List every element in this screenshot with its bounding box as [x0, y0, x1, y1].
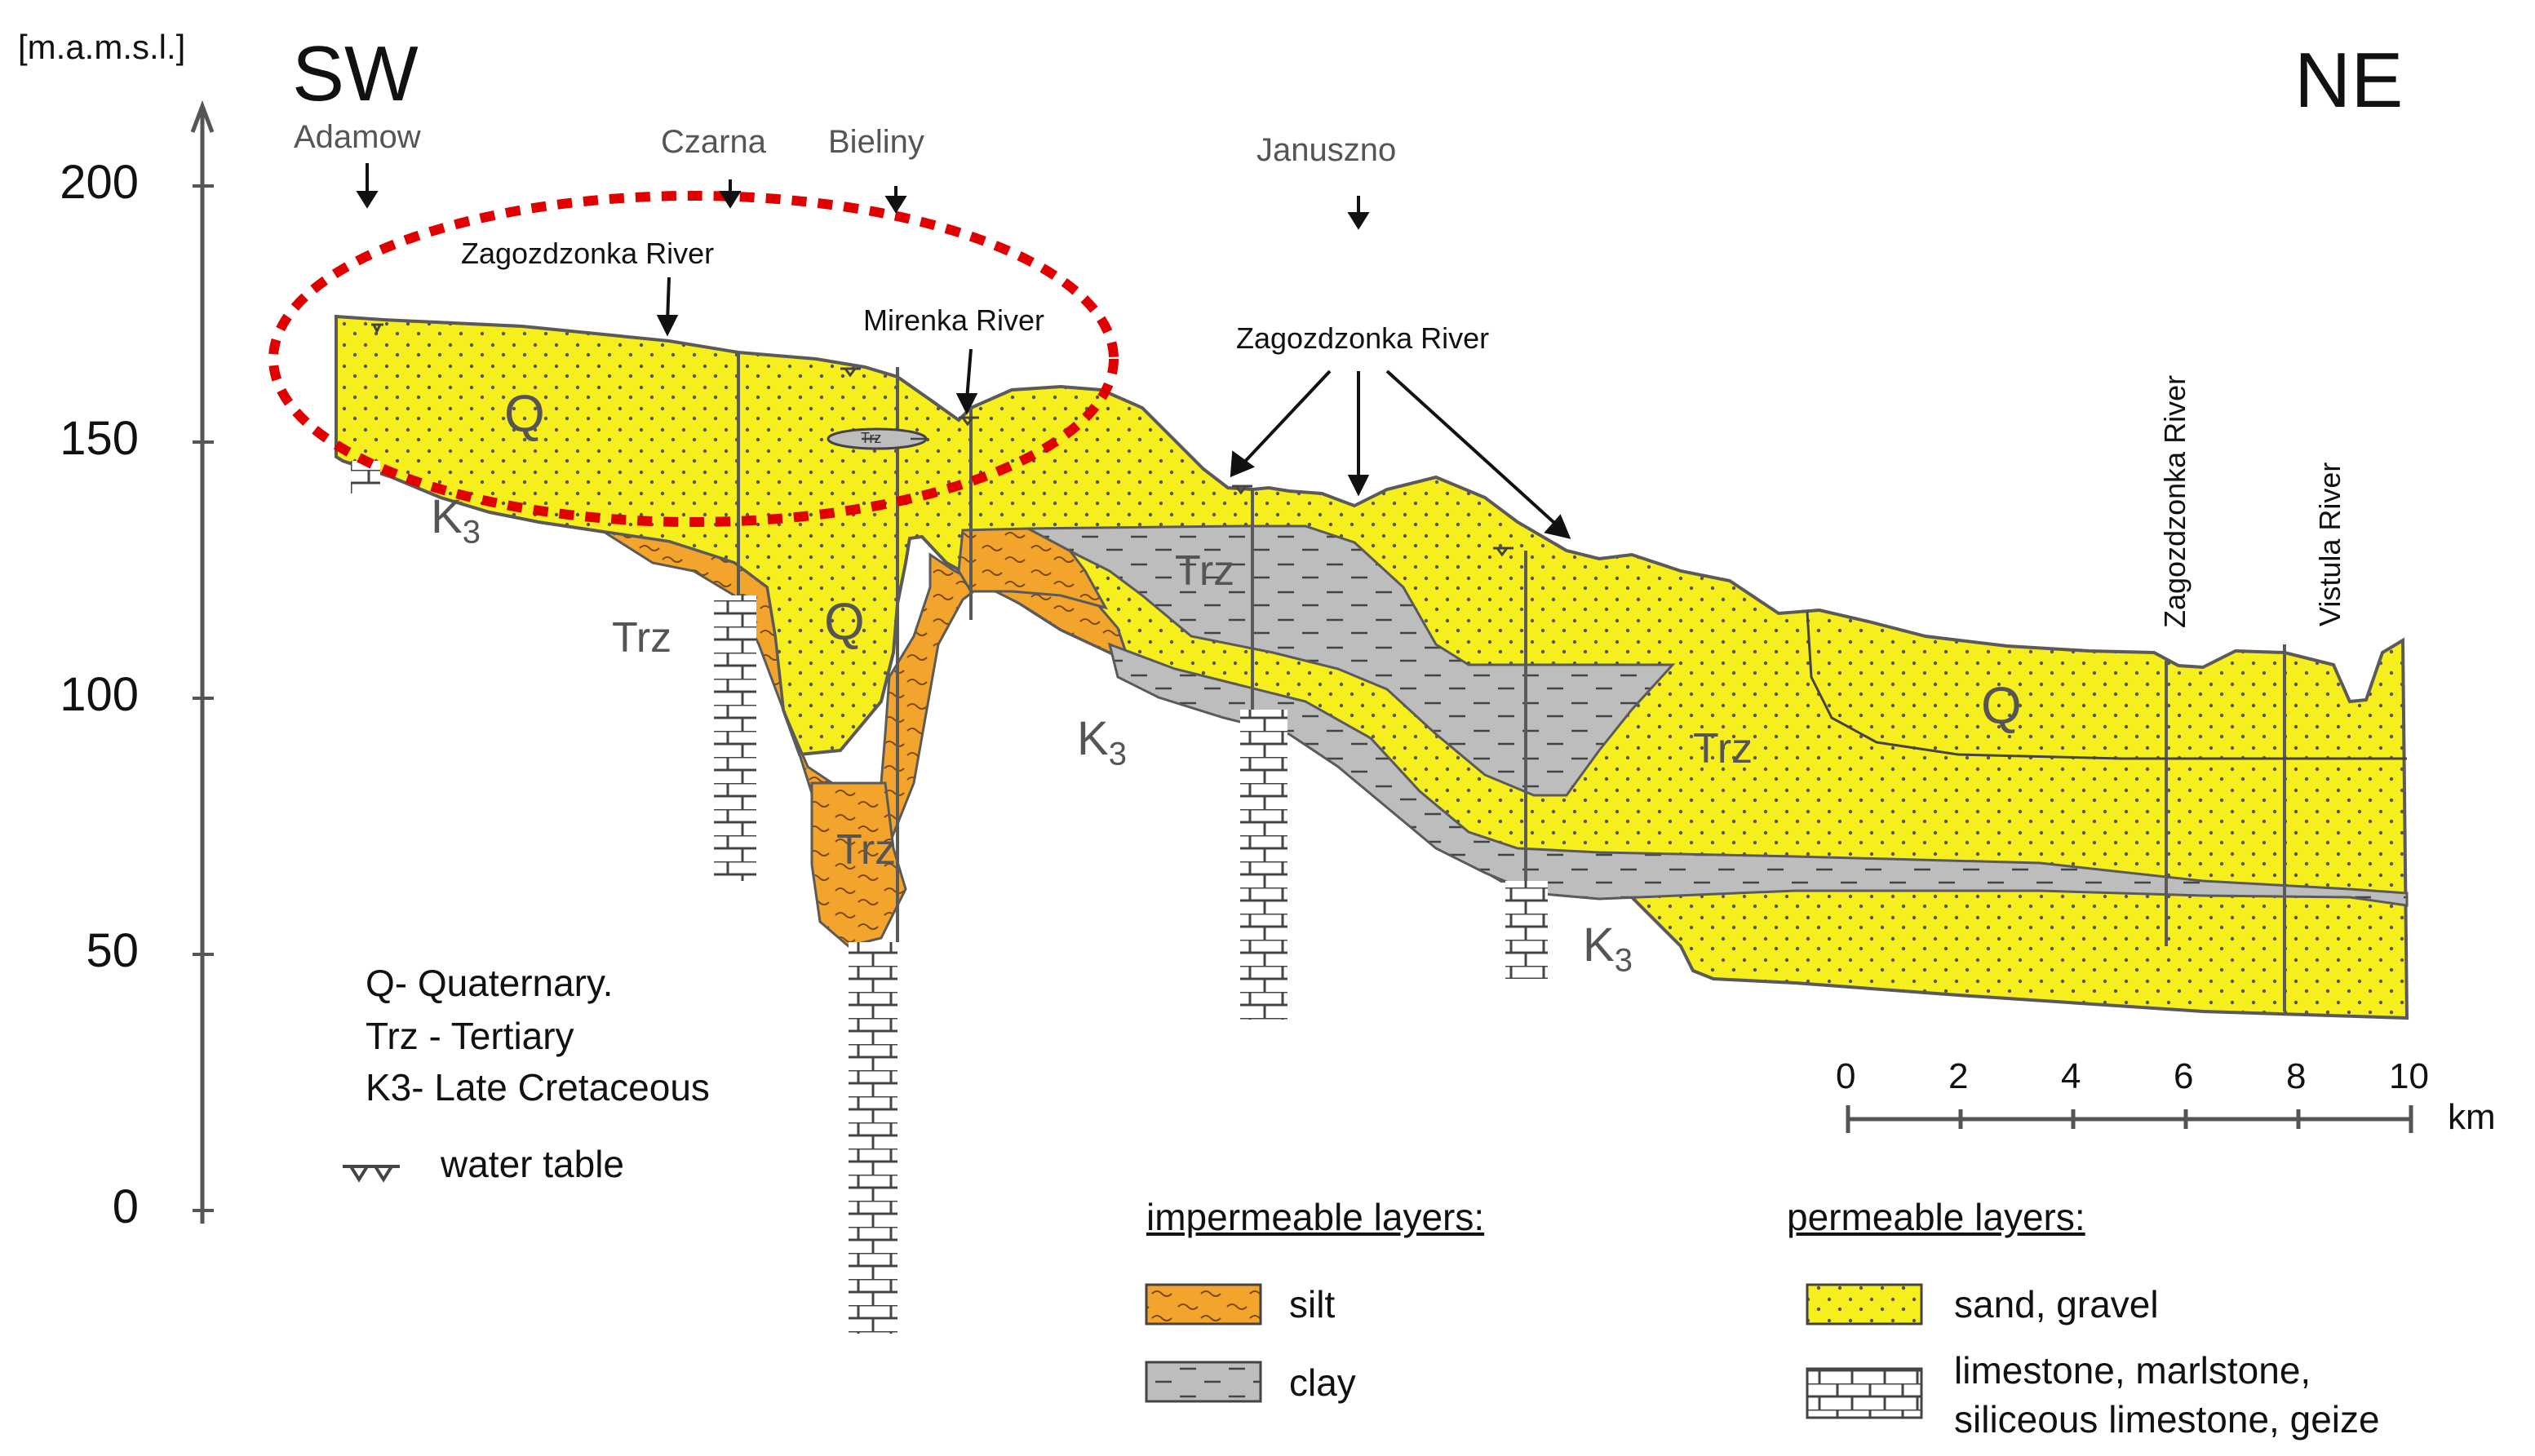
legend-quaternary: Q- Quaternary. — [366, 962, 614, 1004]
quaternary-boundary-right — [1806, 611, 2407, 760]
label-k3-middle-letter: K — [1077, 712, 1109, 765]
label-trz-channel: Trz — [836, 826, 897, 874]
legend-tertiary: Trz - Tertiary — [366, 1015, 574, 1057]
label-k3-right: K3 — [1583, 918, 1633, 980]
clay-lower-band — [1107, 642, 2409, 907]
scale-tick-2: 2 — [1948, 1056, 1969, 1096]
scale-tick-10: 10 — [2389, 1056, 2429, 1096]
impermeable-silt-label: silt — [1289, 1283, 1336, 1325]
y-tick-50: 50 — [86, 924, 139, 977]
label-k3-middle: K3 — [1077, 711, 1127, 773]
tertiary-channel-fill — [810, 781, 907, 948]
borehole-column-left — [714, 595, 756, 881]
y-tick-150: 150 — [60, 412, 139, 465]
clay-lens — [827, 427, 928, 450]
borehole-column-middle — [1240, 710, 1287, 1020]
label-q-right: Q — [1981, 676, 2022, 735]
water-table-markers — [371, 323, 1513, 557]
scale-tick-8: 8 — [2286, 1056, 2307, 1096]
scale-tick-6: 6 — [2174, 1056, 2194, 1096]
town-januszno: Januszno — [1256, 132, 1397, 168]
sand-swatch — [1806, 1283, 1923, 1325]
label-k3-left-letter: K — [431, 490, 463, 543]
y-tick-200: 200 — [60, 156, 139, 209]
impermeable-heading: impermeable layers: — [1146, 1196, 1485, 1238]
permeable-heading: permeable layers: — [1787, 1196, 2085, 1238]
label-k3-left: K3 — [431, 489, 481, 551]
label-trz-left: Trz — [612, 614, 672, 662]
elevation-unit: [m.a.m.s.l.] — [18, 28, 186, 66]
legend-water-table: water table — [441, 1143, 625, 1185]
water-table-legend-icon — [343, 1165, 400, 1183]
y-tick-100: 100 — [60, 668, 139, 721]
highlight-ellipse — [268, 191, 1119, 527]
label-lens: Trz — [861, 430, 882, 446]
town-adamow: Adamow — [294, 119, 421, 155]
legend-cretaceous: K3- Late Cretaceous — [366, 1066, 710, 1109]
scale-bar — [1846, 1105, 2413, 1133]
river-zagozdzonka-left: Zagozdzonka River — [461, 237, 715, 270]
river-mirenka: Mirenka River — [863, 303, 1045, 337]
label-q-left: Q — [504, 384, 545, 443]
silt-swatch — [1145, 1283, 1262, 1325]
label-k3-left-sub: 3 — [462, 514, 481, 551]
permeable-limestone-line2: siliceous limestone, geize — [1954, 1398, 2380, 1441]
limestone-swatch — [1806, 1367, 1923, 1419]
label-k3-right-letter: K — [1583, 918, 1615, 971]
permeable-limestone-line1: limestone, marlstone, — [1954, 1349, 2311, 1392]
y-tick-0: 0 — [112, 1180, 139, 1233]
river-zagozdzonka-right: Zagozdzonka River — [2158, 374, 2192, 628]
label-k3-right-sub: 3 — [1614, 942, 1633, 979]
town-bieliny: Bieliny — [828, 124, 924, 160]
scale-tick-4: 4 — [2061, 1056, 2081, 1096]
scale-unit: km — [2448, 1097, 2496, 1137]
label-trz-right: Trz — [1693, 725, 1753, 772]
clay-upper-band — [1027, 524, 1676, 797]
borehole-column-channel — [849, 942, 897, 1334]
town-czarna: Czarna — [661, 124, 766, 160]
borehole-column-right — [1505, 881, 1548, 979]
direction-ne: NE — [2294, 37, 2404, 124]
clay-swatch — [1145, 1361, 1262, 1403]
borehole-lines — [737, 352, 2286, 1011]
river-zagozdzonka-middle: Zagozdzonka River — [1236, 321, 1490, 355]
river-vistula: Vistula River — [2313, 462, 2347, 626]
label-q-channel: Q — [824, 592, 865, 651]
label-k3-middle-sub: 3 — [1108, 736, 1127, 772]
location-arrows — [356, 163, 1571, 539]
scale-tick-0: 0 — [1836, 1056, 1856, 1096]
label-trz-clay: Trz — [1175, 547, 1235, 595]
permeable-sand-label: sand, gravel — [1954, 1283, 2159, 1325]
elevation-axis — [190, 100, 215, 1224]
direction-sw: SW — [292, 30, 419, 117]
impermeable-clay-label: clay — [1289, 1361, 1356, 1404]
